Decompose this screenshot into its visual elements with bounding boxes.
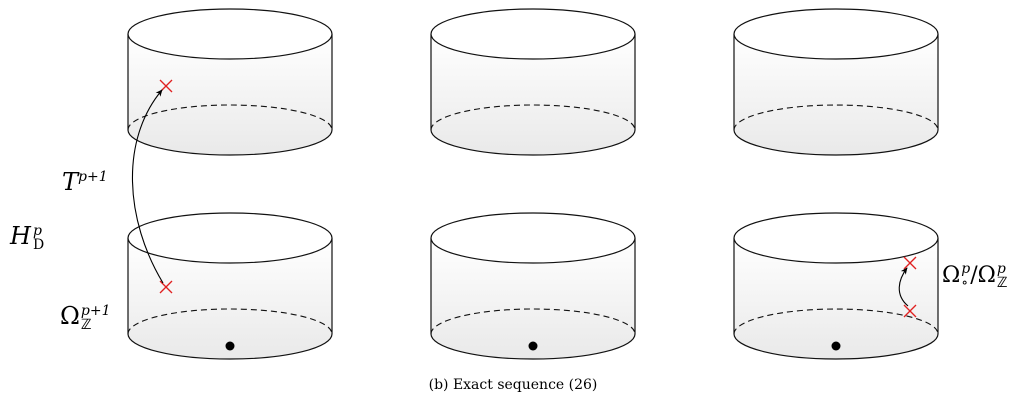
cylinder-top-face [127, 8, 333, 60]
cylinder-bottom-left [127, 212, 333, 360]
cross-marker [159, 280, 173, 294]
label-omega-left: Ω p+1 ℤ [60, 302, 111, 333]
cylinder-bottom-front-edge [733, 129, 939, 156]
cylinder-body [734, 238, 938, 359]
cylinder-bottom-front-edge [127, 129, 333, 156]
cylinder-body [734, 34, 938, 155]
label-T: Tp+1 [62, 168, 108, 196]
cylinder-bottom-back-edge [127, 308, 333, 335]
cylinder-top-right [733, 8, 939, 156]
cross-marker [903, 304, 917, 318]
cylinder-top-face [733, 8, 939, 60]
cylinder-bottom-front-edge [733, 333, 939, 360]
cylinder-bottom-right [733, 212, 939, 360]
cylinder-bottom-back-edge [127, 104, 333, 131]
label-omega-right: Ω p ∘ /Ω p ℤ [942, 261, 1008, 291]
transfer-arrow-right [898, 267, 909, 307]
cylinder-bottom-back-edge [430, 104, 636, 131]
center-point [831, 341, 841, 351]
cylinder-body [431, 34, 635, 155]
cylinder-top-face [127, 212, 333, 264]
cross-marker [903, 256, 917, 270]
transfer-arrow-left [131, 89, 164, 284]
cylinder-top-middle [430, 8, 636, 156]
cylinder-bottom-front-edge [127, 333, 333, 360]
cylinder-bottom-back-edge [430, 308, 636, 335]
cylinder-top-left [127, 8, 333, 156]
cylinder-body [128, 238, 332, 359]
cylinder-body [431, 238, 635, 359]
cylinder-top-face [430, 212, 636, 264]
cylinder-top-face [430, 8, 636, 60]
cylinder-body [128, 34, 332, 155]
cylinder-bottom-front-edge [430, 333, 636, 360]
center-point [528, 341, 538, 351]
cylinder-bottom-back-edge [733, 308, 939, 335]
center-point [225, 341, 235, 351]
cylinder-bottom-middle [430, 212, 636, 360]
cylinder-bottom-front-edge [430, 129, 636, 156]
cylinder-top-face [733, 212, 939, 264]
figure-caption: (b) Exact sequence (26) [428, 377, 598, 393]
label-H: H p D [10, 222, 45, 253]
cylinder-bottom-back-edge [733, 104, 939, 131]
